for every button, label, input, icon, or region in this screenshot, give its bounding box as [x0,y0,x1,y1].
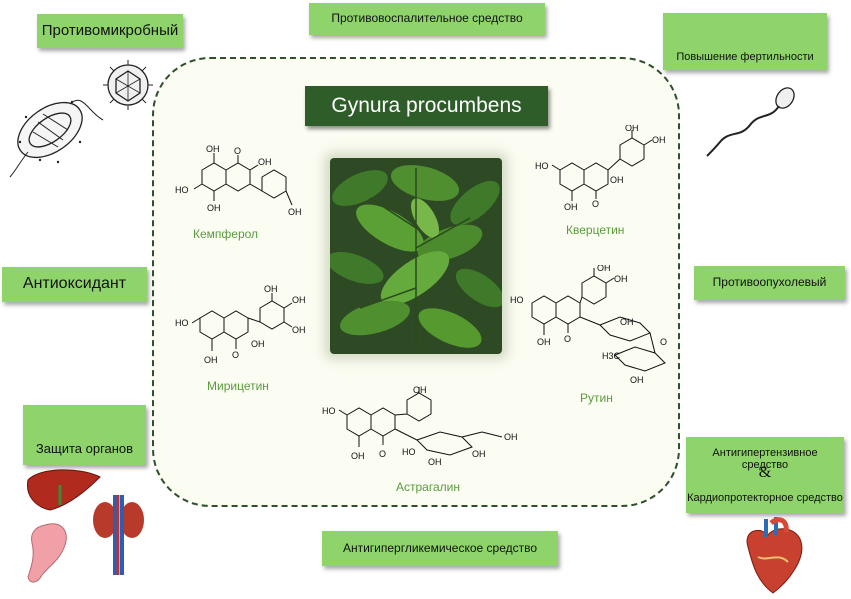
myricetin-oh-label-2: OH [292,295,306,305]
virus-icon [103,60,153,110]
activity-cardio-box [686,437,844,513]
activity-organ-protection: Защита органов [23,405,146,465]
rutin-ho-label: HO [510,295,524,305]
activity-antihyperglycemic: Антигипергликемическое средство [322,531,558,566]
quercetin-ho-label: HO [535,161,549,171]
astragalin-oh-label-2: OH [351,451,365,461]
myricetin-ho-label: HO [175,318,189,328]
rutin-oh-label-2: OH [614,274,628,284]
myricetin-structure: HO OH OH OH OH OH O [175,284,306,365]
quercetin-oh-label-3: OH [610,175,624,185]
compound-quercetin-label: Кверцетин [566,223,625,237]
rutin-oh-label-5: OH [630,375,644,385]
compound-kaempferol-label: Кемпферол [193,227,259,241]
compound-astragalin-label: Астрагалин [396,480,460,494]
compound-myricetin-label: Мирицетин [207,379,269,393]
kaempferol-structure: OH O OH HO OH OH [175,145,302,217]
astragalin-oh-label-3: OH [428,457,442,467]
astragalin-ho-label-2: HO [402,447,416,457]
activity-cardioprotective: Кардиопротекторное средство [687,492,843,504]
activity-antioxidant: Антиоксидант [2,267,147,302]
heart-icon [746,517,803,594]
kaempferol-oh-label-4: OH [288,207,302,217]
myricetin-oh-label-5: OH [204,355,218,365]
astragalin-oh-label: OH [413,385,427,395]
astragalin-ho-label: HO [322,406,336,416]
kaempferol-oh-label-2: OH [258,157,272,167]
plant-photo [330,158,502,354]
rutin-o-label: O [564,334,571,344]
quercetin-oh-label: OH [625,125,639,133]
kaempferol-oh-label-3: OH [207,203,221,213]
activity-antihypertensive: Антигипертензивное средство [712,447,818,471]
myricetin-oh-label-3: OH [292,325,306,335]
myricetin-oh-label-4: OH [251,339,265,349]
kaempferol-oh-label: OH [206,145,220,154]
activity-antimicrobial: Противомикробный [37,14,183,48]
rutin-ch3-label: H3C [602,351,621,361]
myricetin-o-label: O [232,350,239,360]
astragalin-oh-label-4: OH [472,449,486,459]
compound-rutin-label: Рутин [580,391,613,405]
organs-icon [26,469,144,583]
rutin-oh-label-4: OH [620,317,634,327]
quercetin-structure: HO OH OH OH OH O [535,125,666,210]
rutin-structure: HO OH OH OH O OH H3C O OH [510,265,667,385]
bacterium-icon [9,99,104,178]
activity-fertility: Повышение фертильности [663,13,827,70]
astragalin-oh-label-5: OH [504,432,518,442]
kaempferol-ho-label: HO [175,185,189,195]
ampersand-symbol: & [758,464,772,481]
activity-antitumor: Противоопухолевый [694,266,845,300]
sperm-icon [706,87,795,157]
quercetin-oh-label-2: OH [652,135,666,145]
quercetin-o-label: O [592,199,599,209]
rutin-oh-label: OH [597,265,611,273]
myricetin-oh-label: OH [264,284,278,294]
quercetin-oh-label-4: OH [564,202,578,210]
rutin-oh-label-3: OH [537,337,551,347]
astragalin-structure: HO OH OH O HO OH OH OH [322,385,518,467]
kaempferol-o-label: O [234,146,241,156]
rutin-o-label-2: O [660,337,667,347]
plant-title: Gynura procumbens [305,86,548,126]
activity-anti-inflammatory: Противовоспалительное средство [309,3,545,35]
astragalin-o-label: O [379,449,386,459]
